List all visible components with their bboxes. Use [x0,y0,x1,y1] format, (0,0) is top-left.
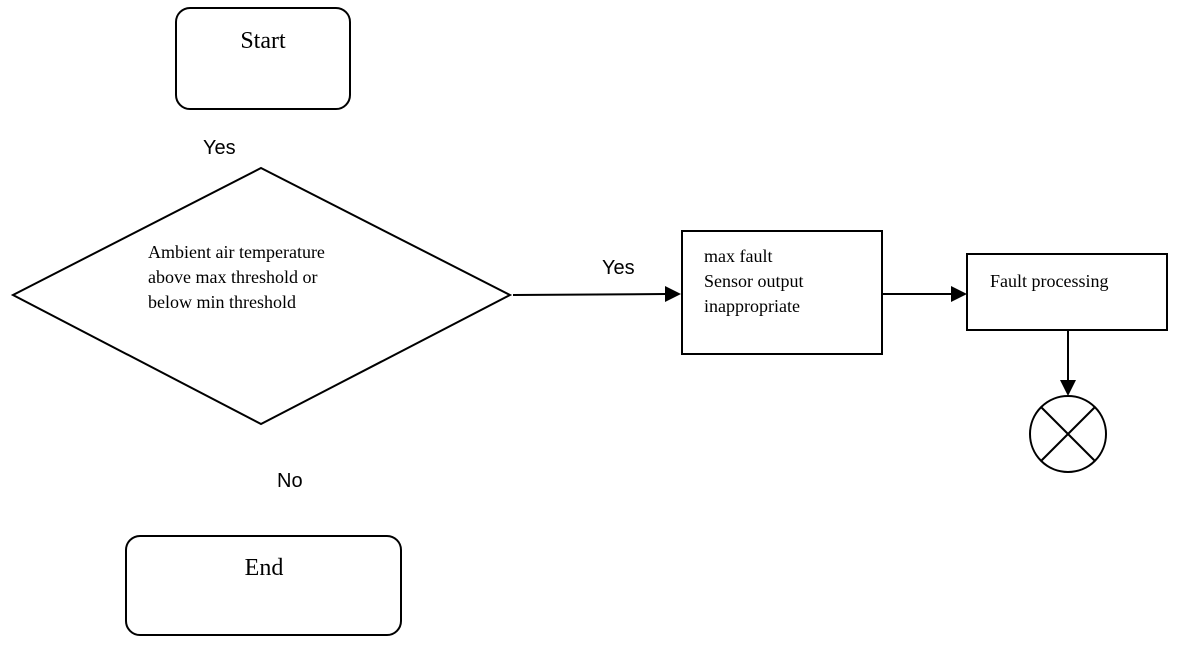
edge-line [512,293,667,296]
decision-line-2: above max threshold or [148,267,317,287]
decision-diamond [10,166,513,426]
arrowhead-down [1060,380,1076,396]
start-node-box [175,7,351,110]
start-node-label: Start [240,28,286,54]
edge-label-bottom-no: No [277,470,303,492]
edge-fault-processing-to-terminator [1060,331,1076,396]
edge-decision-to-sensor-fault [512,286,681,302]
fault-processing-box [966,253,1168,331]
sensor-fault-line-1: max fault [704,246,772,266]
end-node-label: End [245,555,284,581]
start-node: Start [175,7,351,110]
end-node-box [125,535,402,636]
decision-line-1: Ambient air temperature [148,242,325,262]
arrowhead-right [951,286,967,302]
sensor-fault-node: max fault Sensor output inappropriate [681,230,883,355]
arrowhead-right [665,286,681,302]
edge-label-top-yes: Yes [203,137,236,159]
edge-label-right-yes: Yes [602,257,635,279]
terminator-cross-line-2 [1040,406,1096,462]
decision-node: Ambient air temperature above max thresh… [10,166,513,426]
fault-processing-node: Fault processing [966,253,1168,331]
sensor-fault-box [681,230,883,355]
decision-line-3: below min threshold [148,292,296,312]
edge-sensor-fault-to-fault-processing [883,286,967,302]
fault-processing-label: Fault processing [990,271,1109,291]
end-node: End [125,535,402,636]
sensor-fault-line-3: inappropriate [704,296,800,316]
sensor-fault-line-2: Sensor output [704,271,804,291]
circle-x-icon [1029,395,1107,473]
